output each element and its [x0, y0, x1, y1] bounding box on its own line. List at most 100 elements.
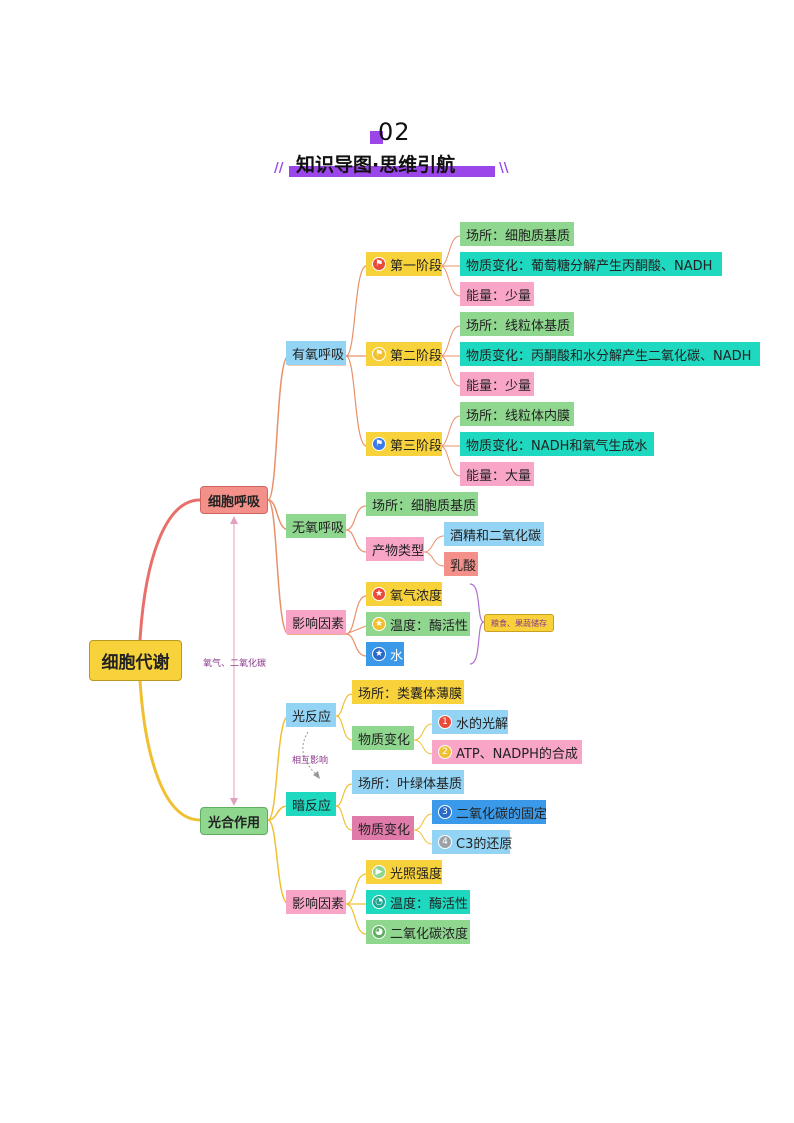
product1-text: 酒精和二氧化碳 [450, 528, 542, 544]
stage3-energy-text: 能量：大量 [466, 468, 532, 484]
light-reaction-label: 光反应 [292, 709, 332, 725]
left-decoration: // [274, 161, 284, 176]
number-icon: 1 [438, 715, 452, 729]
product-type-text: 产物类型 [372, 543, 425, 559]
anaerobic-place[interactable]: 场所：细胞质基质 [366, 492, 478, 516]
dark-change1-text: 二氧化碳的固定 [456, 806, 548, 822]
stage3-label: 第三阶段 [390, 438, 443, 454]
stage3-energy[interactable]: 能量：大量 [460, 462, 534, 486]
light-reaction-node[interactable]: 光反应 [286, 703, 336, 727]
product2-text: 乳酸 [450, 558, 477, 574]
dark-change[interactable]: 物质变化 [352, 816, 414, 840]
root-node[interactable]: 细胞代谢 [89, 640, 182, 681]
number-icon: 3 [438, 805, 452, 819]
resp-factor3-text: 水 [390, 648, 404, 664]
number-icon: 4 [438, 835, 452, 849]
resp-factors-node[interactable]: 影响因素 [286, 610, 346, 634]
dark-change2[interactable]: 4 C3的还原 [432, 830, 513, 854]
star-icon: ★ [372, 587, 386, 601]
resp-factor1[interactable]: ★ 氧气浓度 [366, 582, 442, 606]
light-place[interactable]: 场所：类囊体薄膜 [352, 680, 464, 704]
flag-icon: ⚑ [372, 257, 386, 271]
product-type-node[interactable]: 产物类型 [366, 537, 424, 561]
stage1-energy[interactable]: 能量：少量 [460, 282, 534, 306]
progress-icon: ◕ [372, 925, 386, 939]
light-place-text: 场所：类囊体薄膜 [358, 686, 463, 702]
dark-reaction-label: 暗反应 [292, 798, 332, 814]
light-change2-text: ATP、NADPH的合成 [456, 746, 578, 762]
light-change-text: 物质变化 [358, 732, 411, 748]
link-label: 氧气、二氧化碳 [203, 659, 267, 669]
star-icon: ★ [372, 647, 386, 661]
product2-node[interactable]: 乳酸 [444, 552, 478, 576]
right-decoration: \\ [499, 161, 509, 176]
aerobic-node[interactable]: 有氧呼吸 [286, 341, 346, 365]
stage2-energy-text: 能量：少量 [466, 378, 532, 394]
light-change1[interactable]: 1 水的光解 [432, 710, 508, 734]
photo-factor1-text: 光照强度 [390, 866, 443, 882]
stage3-place-text: 场所：线粒体内膜 [466, 408, 571, 424]
photo-factor3-text: 二氧化碳浓度 [390, 926, 469, 942]
resp-factor2-text: 温度：酶活性 [390, 618, 469, 634]
section-title: 知识导图·思维引航 [296, 154, 456, 176]
photo-factors-node[interactable]: 影响因素 [286, 890, 346, 914]
stage1-label: 第一阶段 [390, 258, 443, 274]
storage-note-text: 粮食、果蔬储存 [491, 618, 547, 628]
photo-factor2[interactable]: ◔ 温度：酶活性 [366, 890, 470, 914]
flag-icon: ⚑ [372, 437, 386, 451]
flag-icon: ⚑ [372, 347, 386, 361]
stage1-change[interactable]: 物质变化：葡萄糖分解产生丙酮酸、NADH [460, 252, 722, 276]
stage1-place-text: 场所：细胞质基质 [466, 228, 571, 244]
resp-factor2[interactable]: ★ 温度：酶活性 [366, 612, 470, 636]
dark-reaction-node[interactable]: 暗反应 [286, 792, 336, 816]
photosynthesis-label: 光合作用 [207, 815, 260, 831]
anaerobic-place-text: 场所：细胞质基质 [372, 498, 477, 514]
photo-factor2-text: 温度：酶活性 [390, 896, 469, 912]
stage2-energy[interactable]: 能量：少量 [460, 372, 534, 396]
heading-square [370, 131, 383, 144]
stage2-node[interactable]: ⚑ 第二阶段 [366, 342, 442, 366]
stage3-change[interactable]: 物质变化：NADH和氧气生成水 [460, 432, 654, 456]
photo-factor3[interactable]: ◕ 二氧化碳浓度 [366, 920, 470, 944]
play-icon: ▶ [372, 865, 386, 879]
light-change1-text: 水的光解 [456, 716, 509, 732]
anaerobic-label: 无氧呼吸 [292, 520, 345, 536]
stage3-change-text: 物质变化：NADH和氧气生成水 [466, 438, 648, 454]
section-number: 02 [378, 118, 411, 146]
progress-icon: ◔ [372, 895, 386, 909]
aerobic-label: 有氧呼吸 [292, 347, 345, 363]
product1-node[interactable]: 酒精和二氧化碳 [444, 522, 544, 546]
light-change2[interactable]: 2 ATP、NADPH的合成 [432, 740, 582, 764]
stage1-node[interactable]: ⚑ 第一阶段 [366, 252, 442, 276]
stage1-energy-text: 能量：少量 [466, 288, 532, 304]
stage1-place[interactable]: 场所：细胞质基质 [460, 222, 574, 246]
resp-factor3[interactable]: ★ 水 [366, 642, 404, 666]
mutual-influence-label: 相互影响 [292, 756, 329, 766]
dark-change2-text: C3的还原 [456, 836, 513, 852]
number-icon: 2 [438, 745, 452, 759]
dark-change1[interactable]: 3 二氧化碳的固定 [432, 800, 548, 824]
stage1-change-text: 物质变化：葡萄糖分解产生丙酮酸、NADH [466, 258, 713, 274]
stage2-place-text: 场所：线粒体基质 [466, 318, 571, 334]
star-icon: ★ [372, 617, 386, 631]
stage2-place[interactable]: 场所：线粒体基质 [460, 312, 574, 336]
resp-factors-label: 影响因素 [292, 616, 345, 632]
stage2-change[interactable]: 物质变化：丙酮酸和水分解产生二氧化碳、NADH [460, 342, 760, 366]
dark-place-text: 场所：叶绿体基质 [358, 776, 463, 792]
stage3-place[interactable]: 场所：线粒体内膜 [460, 402, 574, 426]
photosynthesis-node[interactable]: 光合作用 [200, 807, 268, 835]
stage3-node[interactable]: ⚑ 第三阶段 [366, 432, 442, 456]
respiration-node[interactable]: 细胞呼吸 [200, 486, 268, 514]
light-change[interactable]: 物质变化 [352, 726, 414, 750]
photo-factors-label: 影响因素 [292, 896, 345, 912]
root-label: 细胞代谢 [101, 653, 170, 673]
photo-factor1[interactable]: ▶ 光照强度 [366, 860, 442, 884]
storage-note[interactable]: 粮食、果蔬储存 [484, 614, 554, 632]
stage2-change-text: 物质变化：丙酮酸和水分解产生二氧化碳、NADH [466, 348, 752, 364]
respiration-label: 细胞呼吸 [207, 494, 260, 510]
anaerobic-node[interactable]: 无氧呼吸 [286, 514, 346, 538]
dark-place[interactable]: 场所：叶绿体基质 [352, 770, 464, 794]
heading-underline [289, 166, 495, 177]
